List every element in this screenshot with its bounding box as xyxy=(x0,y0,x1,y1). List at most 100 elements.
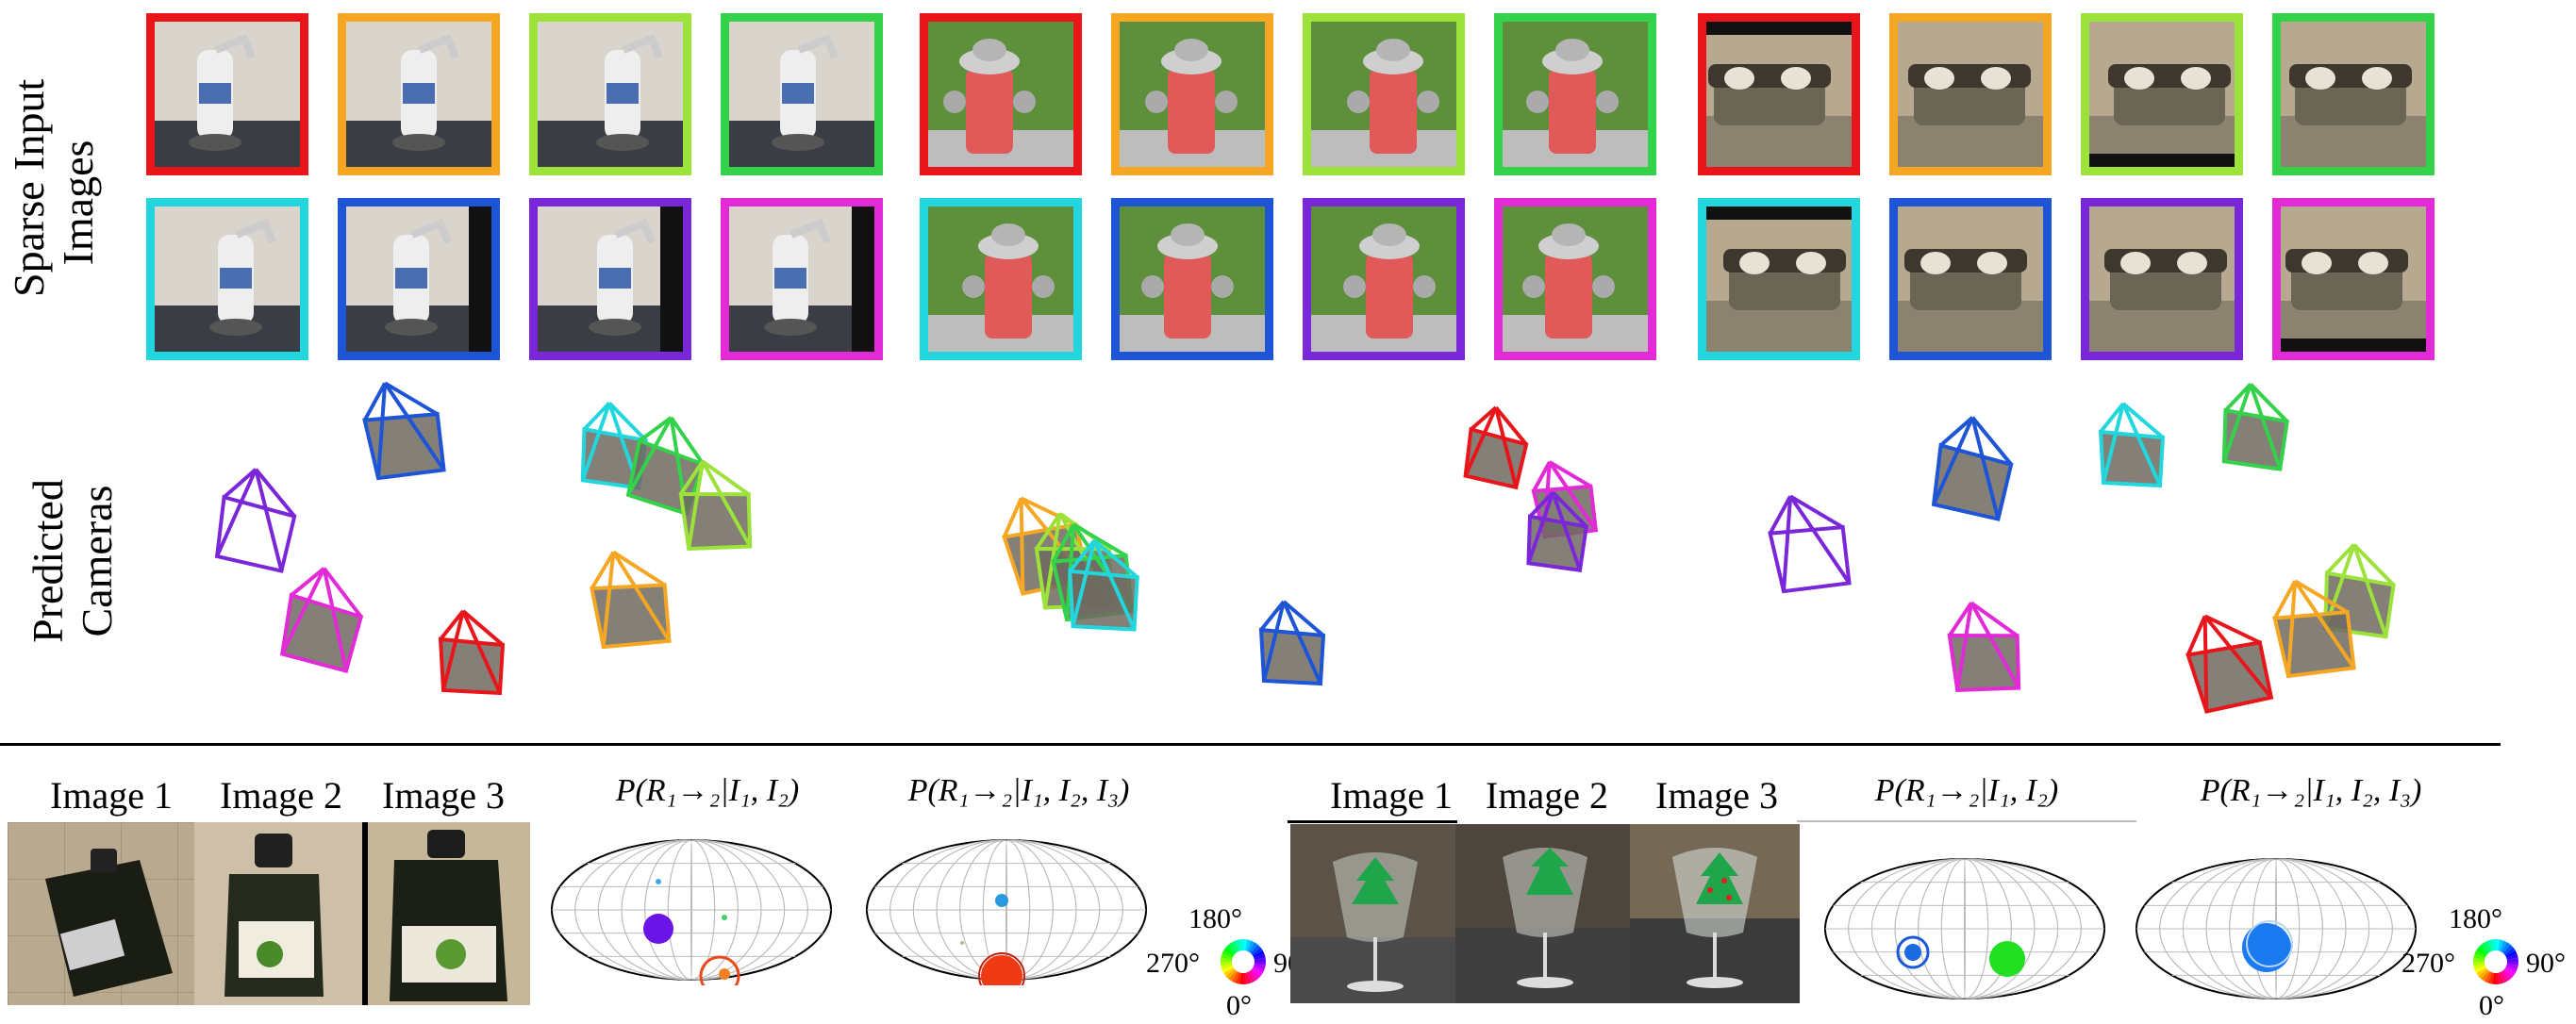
thumb-robot-8 xyxy=(721,198,883,360)
thumb-hydrant-8 xyxy=(1494,198,1656,360)
thumb-art xyxy=(538,22,683,167)
camera-frustum-18 xyxy=(1931,416,2014,521)
br-photo-strip xyxy=(1290,824,1800,1003)
camera-frustum-22 xyxy=(2323,543,2396,639)
thumb-robot-3 xyxy=(529,13,691,175)
thumb-couch-6 xyxy=(1889,198,2052,360)
br-prob-label-2: P(R₁→₂|I₁, I₂, I₃) xyxy=(2200,773,2422,808)
bl-mollweide-plot-2 xyxy=(866,839,1147,985)
thumb-couch-7 xyxy=(2081,198,2243,360)
br-mollweide-plot-2 xyxy=(2136,858,2417,999)
br-legend-270: 270° xyxy=(2401,948,2455,979)
bl-title-image-3: Image 3 xyxy=(382,774,505,817)
thumb-hydrant-2 xyxy=(1111,13,1273,175)
br-legend-180: 180° xyxy=(2449,903,2502,934)
thumb-art xyxy=(1898,206,2043,352)
br-legend-0: 0° xyxy=(2479,990,2504,1021)
camera-frustum-16 xyxy=(1526,490,1589,573)
probability-blob-4 xyxy=(719,968,730,980)
thumb-art xyxy=(1503,206,1648,352)
br-legend-90: 90° xyxy=(2526,948,2566,979)
probability-blob-5 xyxy=(656,879,661,884)
thumb-art xyxy=(155,206,300,352)
thumb-art xyxy=(1120,206,1265,352)
camera-frustum-8 xyxy=(590,550,672,650)
camera-frustum-13 xyxy=(1258,600,1326,686)
thumb-art xyxy=(2281,22,2426,167)
thumb-couch-8 xyxy=(2272,198,2435,360)
bl-photo-strip-art xyxy=(8,822,530,1005)
probability-blob-2 xyxy=(981,955,1022,985)
thumb-art xyxy=(1706,22,1852,167)
thumb-art xyxy=(928,22,1073,167)
br-title-image-1: Image 1 xyxy=(1330,774,1453,817)
thumb-hydrant-3 xyxy=(1303,13,1465,175)
probability-blob-4 xyxy=(960,941,964,945)
section-divider xyxy=(0,743,2501,746)
camera-frustum-2 xyxy=(362,381,446,481)
camera-frustum-24 xyxy=(2185,614,2274,714)
thumb-art xyxy=(1898,22,2043,167)
bl-legend-0: 0° xyxy=(1226,990,1252,1021)
br-photo-strip-art xyxy=(1290,824,1800,1003)
thumb-couch-2 xyxy=(1889,13,2052,175)
bl-prob-label-1: P(R₁→₂|I₁, I₂) xyxy=(615,773,800,808)
thumb-art xyxy=(928,206,1073,352)
br-title-image-2: Image 2 xyxy=(1486,774,1608,817)
br-mollweide-plot-1 xyxy=(1824,858,2105,999)
thumb-art xyxy=(346,22,491,167)
predicted-cameras-plot xyxy=(214,381,2396,714)
thumb-art xyxy=(1311,22,1456,167)
thumb-art xyxy=(729,22,874,167)
thumb-robot-6 xyxy=(338,198,500,360)
bl-title-image-1: Image 1 xyxy=(50,774,173,817)
thumb-hydrant-5 xyxy=(920,198,1082,360)
br-title-underline xyxy=(1288,820,1457,823)
sparse-input-label: Sparse Input Images xyxy=(0,79,151,297)
thumb-hydrant-1 xyxy=(920,13,1082,175)
thumb-couch-5 xyxy=(1698,198,1860,360)
thumb-hydrant-4 xyxy=(1494,13,1656,175)
probability-blob-3 xyxy=(699,955,740,985)
camera-frustum-23 xyxy=(2272,579,2356,679)
probability-blob-2 xyxy=(1904,944,1921,961)
thumb-robot-5 xyxy=(146,198,308,360)
camera-frustum-19 xyxy=(2098,402,2166,488)
thumb-robot-2 xyxy=(338,13,500,175)
bl-legend-270: 270° xyxy=(1146,948,1200,979)
probability-blob-1 xyxy=(643,914,673,944)
camera-frustum-6 xyxy=(279,567,364,673)
probability-blob-1 xyxy=(995,894,1008,907)
thumb-art xyxy=(2281,206,2426,352)
thumb-art xyxy=(538,206,683,352)
thumb-robot-1 xyxy=(146,13,308,175)
thumb-art xyxy=(1706,206,1852,352)
camera-frustum-7 xyxy=(438,609,506,696)
bl-legend-180: 180° xyxy=(1188,903,1242,934)
camera-frustum-21 xyxy=(1947,601,2021,693)
camera-frustum-14 xyxy=(1463,405,1529,490)
bl-mollweide-plot-1 xyxy=(551,839,832,985)
thumb-couch-3 xyxy=(2081,13,2243,175)
bl-prob-label-2: P(R₁→₂|I₁, I₂, I₃) xyxy=(907,773,1130,808)
probability-blob-6 xyxy=(722,915,727,920)
thumb-robot-7 xyxy=(529,198,691,360)
sparse-input-label-line1: Sparse Input xyxy=(5,78,53,297)
thumb-couch-4 xyxy=(2272,13,2435,175)
br-prob-underline xyxy=(1797,820,2136,822)
thumb-art xyxy=(1311,206,1456,352)
thumb-art xyxy=(729,206,874,352)
thumb-hydrant-7 xyxy=(1303,198,1465,360)
thumb-art xyxy=(346,206,491,352)
thumb-art xyxy=(2089,206,2235,352)
thumb-hydrant-6 xyxy=(1111,198,1273,360)
camera-frustum-1 xyxy=(214,468,297,573)
br-title-image-3: Image 3 xyxy=(1655,774,1778,817)
br-prob-label-1: P(R₁→₂|I₁, I₂) xyxy=(1874,773,2059,808)
thumb-robot-4 xyxy=(721,13,883,175)
thumb-art xyxy=(1503,22,1648,167)
camera-frustum-5 xyxy=(678,459,753,552)
br-color-wheel-icon xyxy=(2473,939,2518,984)
probability-blob-1 xyxy=(2242,923,2291,972)
bl-color-wheel-icon xyxy=(1221,939,1266,984)
